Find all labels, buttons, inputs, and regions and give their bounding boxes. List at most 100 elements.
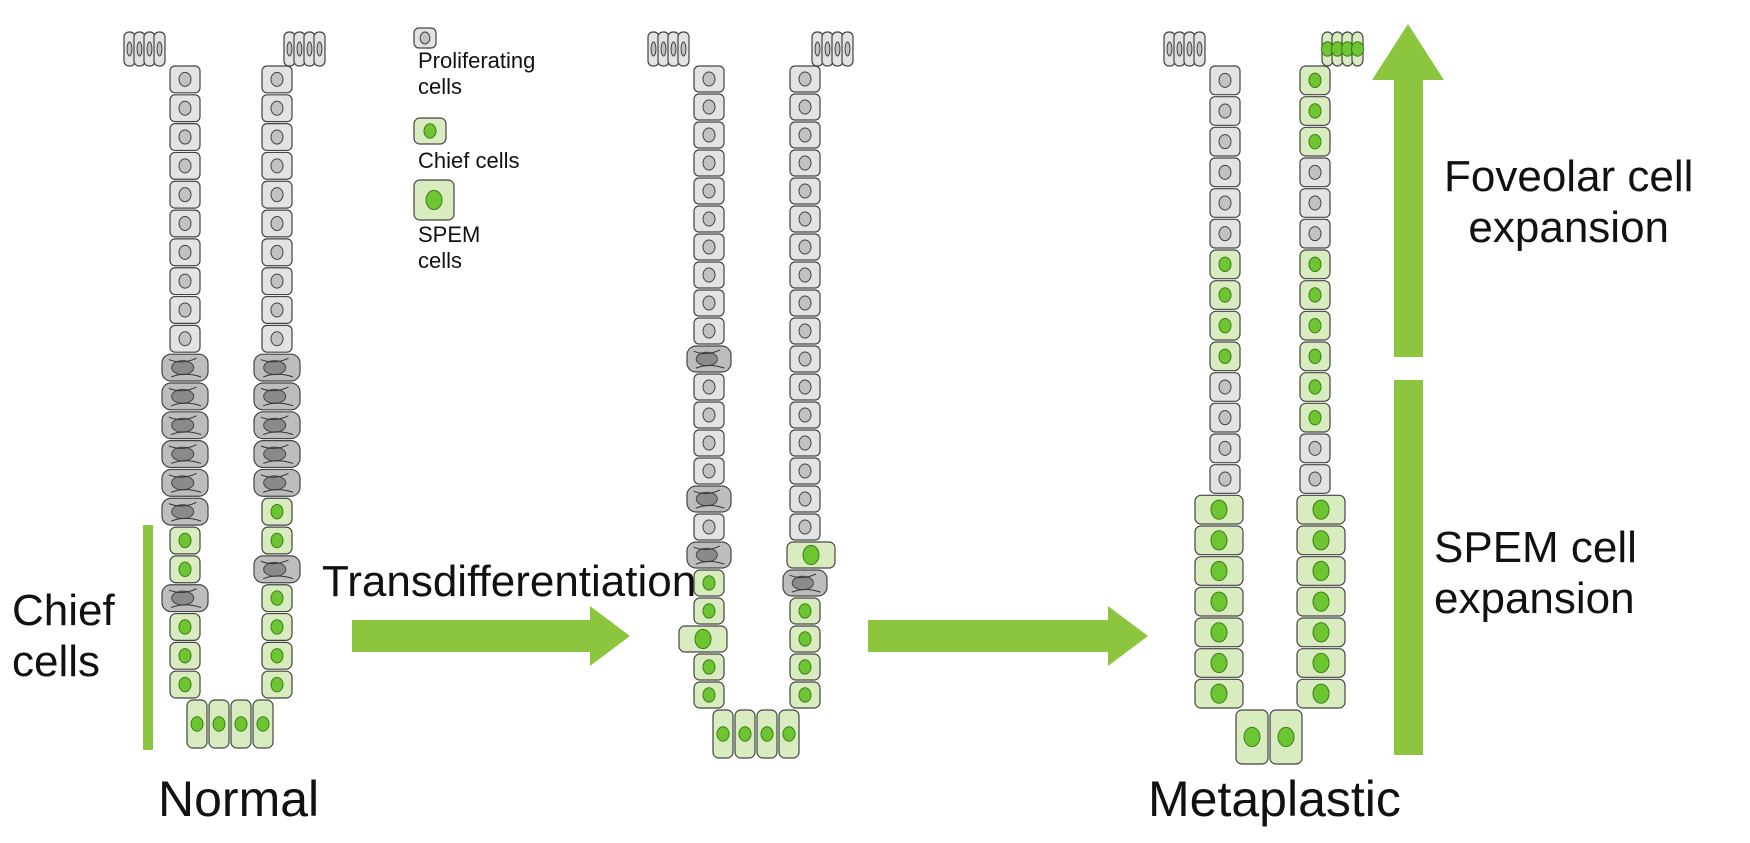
metaplastic-left-cell-nucleus [1210,560,1228,582]
normal-cap-right-nucleus [306,41,313,57]
transdifferentiating-cap-right-nucleus [844,41,851,57]
transdifferentiation-arrow-head [590,606,630,666]
transdifferentiating-cap-right-nucleus [824,41,831,57]
spem-expansion-bar [1394,380,1423,755]
normal-right-cell-nucleus [270,129,284,145]
metaplastic-cap-left-nucleus [1196,41,1203,57]
normal-left-cell-nucleus [178,302,192,318]
metaplastic-left-cell-nucleus [1218,440,1232,456]
metaplastic-right-cell-nucleus [1308,256,1322,273]
foveolar-expansion-label: Foveolar cell expansion [1444,152,1694,252]
normal-left-cell-nucleus [178,676,192,693]
normal-left-cell-granules [168,444,202,464]
metaplastic-cap-right-nucleus [1351,41,1364,57]
transdifferentiating-left-cell-nucleus [702,267,716,283]
transdifferentiating-right-cell-nucleus [798,603,812,619]
normal-right-cell-nucleus [270,590,284,606]
normal-right-cell-nucleus [270,302,284,318]
metaplastic-left-cell-nucleus [1210,499,1228,520]
transdifferentiating-right-cell-nucleus [798,71,812,87]
spem-expansion-label: SPEM cell expansion [1434,523,1637,623]
legend-proliferating-icon-nucleus [419,31,431,45]
transdifferentiating-right-cell-nucleus [798,295,812,311]
normal-cap-left-nucleus [126,41,133,57]
transdifferentiating-left-cell-nucleus [702,211,716,227]
metaplastic-right-cell-nucleus [1308,287,1322,303]
metaplastic-right-cell-nucleus [1308,72,1322,89]
metaplastic-left-cell-nucleus [1218,256,1232,273]
transdifferentiating-right-cell-nucleus [798,631,812,647]
metaplastic-right-cell-nucleus [1312,683,1330,704]
transdifferentiating-right-cell-nucleus [802,544,820,566]
metaplastic-left-cell-nucleus [1218,164,1232,180]
normal-cap-left-nucleus [156,41,163,57]
metaplastic-left-cell-nucleus [1210,622,1228,643]
normal-cap-left-nucleus [136,41,143,57]
normal-left-cell-granules [168,473,202,493]
transdifferentiating-left-cell-nucleus [695,351,718,367]
normal-left-cell-nucleus [178,331,192,347]
transdifferentiating-right-cell-nucleus [798,491,812,507]
legend-spem-icon-nucleus [425,189,443,211]
transdifferentiating-left-cell-nucleus [702,127,716,143]
metaplastic-left-cell-nucleus [1218,72,1232,88]
transdifferentiating-right-cell-nucleus [798,99,812,115]
transdifferentiating-cap-left-nucleus [670,41,677,57]
normal-label: Normal [158,771,320,827]
normal-right-cell-granules [260,559,294,580]
metaplastic-left-cell-nucleus [1218,317,1232,334]
transdifferentiating-left-cell-nucleus [702,407,716,423]
normal-right-cell-granules [260,473,294,493]
foveolar-arrow-shaft [1394,72,1423,357]
transdifferentiating-cap-right-nucleus [834,41,841,57]
metaplastic-left-cell-nucleus [1218,103,1232,119]
metaplastic-right-cell-nucleus [1308,133,1322,150]
metaplastic-bottom-cell-nucleus [1277,726,1295,748]
normal-left-cell-nucleus [178,71,192,87]
normal-right-cell-granules [260,444,294,464]
metaplastic-left-cell-nucleus [1210,652,1228,674]
transdifferentiating-left-cell-nucleus [702,183,716,199]
normal-left-cell-nucleus [178,216,192,231]
normal-right-cell-nucleus [270,503,284,520]
normal-right-cell-nucleus [270,158,284,174]
transdifferentiating-left-cell-granules [693,489,725,509]
legend-chief-label: Chief cells [418,148,520,173]
legend-chief-icon-nucleus [423,123,437,139]
transdifferentiating-left-cell-nucleus [702,575,716,591]
normal-left-cell-nucleus [178,273,192,289]
normal-left-cell-nucleus [171,504,195,520]
metaplastic-right-cell-nucleus [1312,499,1330,520]
normal-left-cell-nucleus [178,532,192,549]
transdifferentiating-left-cell-granules [693,545,725,565]
transdifferentiating-right-cell-nucleus [798,407,812,423]
normal-left-cell-nucleus [178,244,192,260]
transdifferentiating-right-cell-nucleus [798,463,812,479]
transdifferentiating-left-cell-nucleus [694,628,712,650]
transdifferentiating-right-cell-nucleus [798,267,812,283]
normal-right-cell-nucleus [270,648,284,664]
transdifferentiating-right-cell-granules [789,573,821,593]
normal-right-cell-nucleus [270,244,284,260]
transdifferentiation-label: Transdifferentiation [322,557,697,606]
normal-right-cell-nucleus [270,331,284,347]
metaplastic-left-cell-nucleus [1210,591,1228,612]
metaplastic-cap-left-nucleus [1186,41,1193,57]
normal-bottom-cell-nucleus [212,716,226,732]
normal-cap-right-nucleus [296,41,303,57]
transdifferentiating-right-cell-nucleus [798,519,812,535]
normal-right-cell-granules [260,357,294,378]
metaplastic-right-cell-nucleus [1308,409,1322,426]
transdifferentiating-cap-left-nucleus [650,41,657,57]
metaplastic-left-cell-nucleus [1218,134,1232,150]
transdifferentiating-bottom-cell-nucleus [738,726,752,742]
normal-left-cell-granules [168,588,202,608]
metaplastic-right-cell-nucleus [1308,195,1322,211]
normal-left-cell-nucleus [178,187,192,203]
normal-left-cell-nucleus [178,100,192,116]
metaplasia-arrow-head [1108,606,1148,666]
transdifferentiating-right-cell-nucleus [798,435,812,451]
transdifferentiating-right-cell-nucleus [798,211,812,227]
metaplastic-right-cell-nucleus [1308,164,1322,180]
